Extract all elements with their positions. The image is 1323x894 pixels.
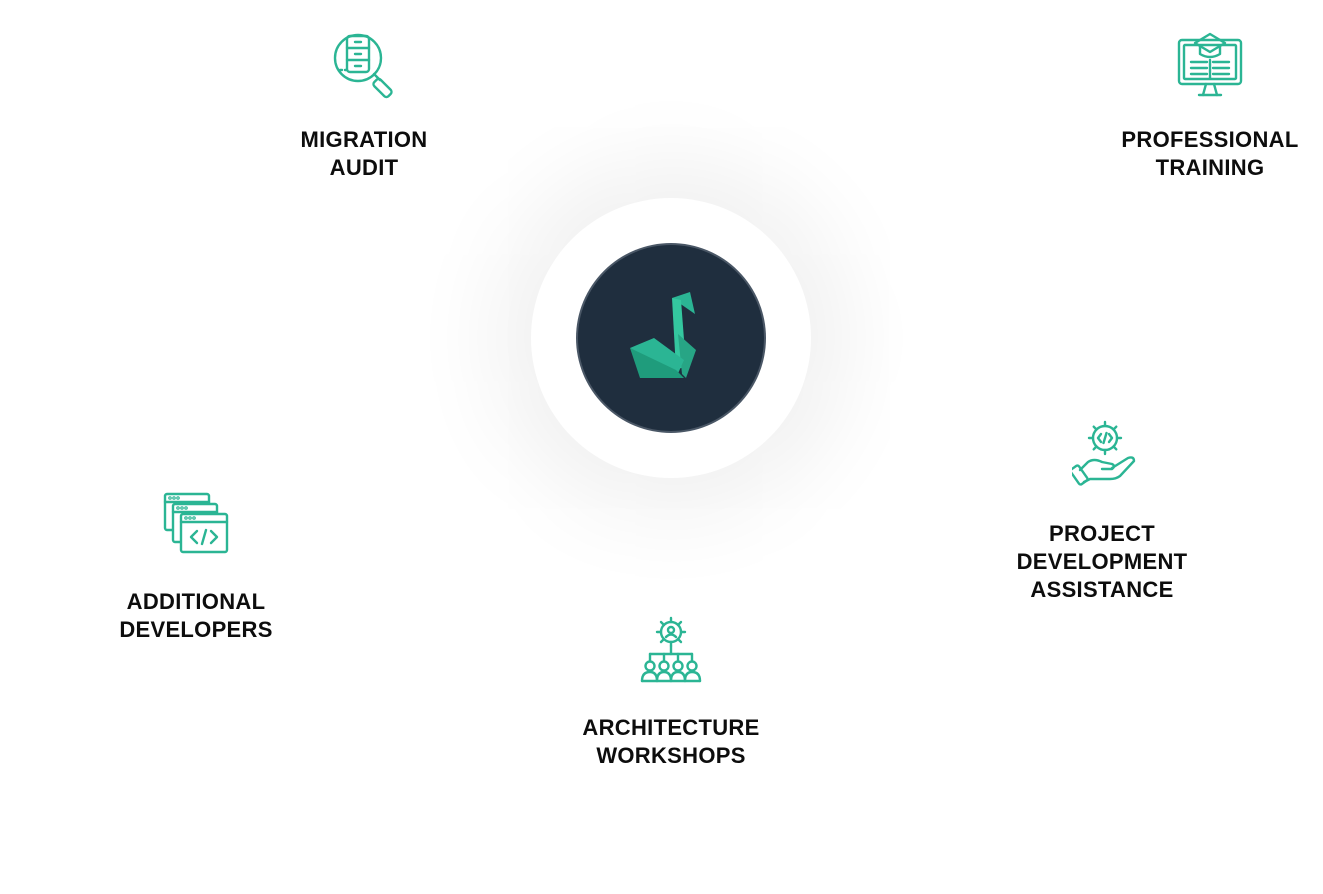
node-migration-audit: MIGRATION AUDIT (234, 30, 494, 182)
node-additional-developers: ADDITIONAL DEVELOPERS (66, 492, 326, 644)
document-search-icon (333, 33, 393, 99)
gear-team-icon (640, 616, 702, 683)
node-label: PROFESSIONAL TRAINING (1121, 127, 1299, 180)
code-windows-icon (163, 492, 229, 554)
node-label: ADDITIONAL DEVELOPERS (119, 589, 273, 642)
node-label: PROJECT DEVELOPMENT ASSISTANCE (1016, 521, 1188, 602)
monitor-graduation-icon (1177, 32, 1243, 97)
node-professional-training: PROFESSIONAL TRAINING (1080, 30, 1323, 182)
center-logo-ring (531, 198, 811, 478)
center-logo-disc (578, 245, 764, 431)
node-label: MIGRATION AUDIT (300, 127, 428, 180)
node-project-development-assistance: PROJECT DEVELOPMENT ASSISTANCE (972, 418, 1232, 604)
hand-gear-code-icon (1072, 420, 1136, 486)
node-architecture-workshops: ARCHITECTURE WORKSHOPS (541, 616, 801, 770)
swan-logo-icon (630, 292, 696, 378)
node-label: ARCHITECTURE WORKSHOPS (582, 715, 760, 768)
